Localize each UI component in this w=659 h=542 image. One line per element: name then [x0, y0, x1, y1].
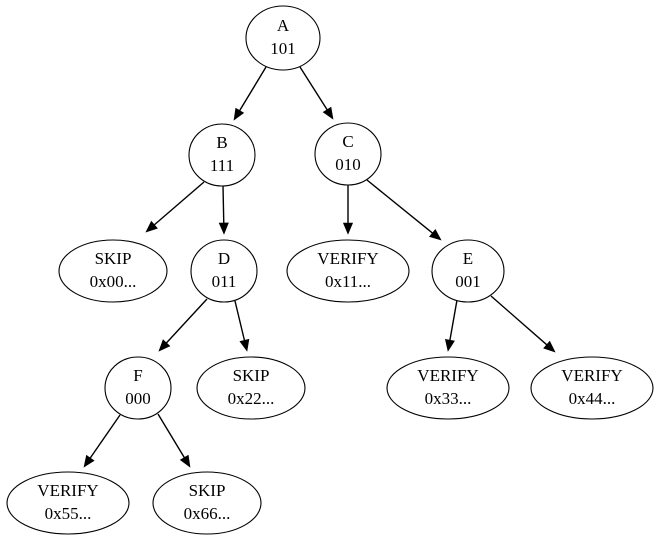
edge-line — [222, 185, 225, 226]
node-ellipse[interactable] — [530, 356, 654, 420]
edge-line — [164, 298, 208, 345]
node-ellipse[interactable] — [152, 471, 262, 535]
edge-line — [152, 181, 205, 227]
node-ellipse[interactable] — [6, 471, 130, 535]
arrowhead-icon — [342, 222, 354, 235]
node-label-secondary: 0x66... — [184, 504, 231, 523]
node-label-primary: VERIFY — [37, 481, 98, 500]
node-circle[interactable] — [188, 123, 256, 187]
node-s22[interactable]: SKIP 0x22... — [196, 356, 306, 420]
node-label-primary: D — [218, 249, 230, 268]
edge-a-to-b — [233, 66, 267, 121]
node-label-secondary: 001 — [455, 272, 481, 291]
arrowhead-icon — [233, 107, 245, 121]
arrowhead-icon — [543, 340, 556, 353]
edges-layer — [83, 66, 556, 468]
node-v55[interactable]: VERIFY 0x55... — [6, 471, 130, 535]
edge-f-to-v55 — [83, 414, 121, 468]
node-s00[interactable]: SKIP 0x00... — [58, 239, 168, 303]
node-a[interactable]: A 101 — [245, 5, 321, 71]
node-b[interactable]: B 111 — [188, 123, 256, 187]
edge-line — [238, 66, 267, 113]
node-label-secondary: 0x11... — [325, 272, 371, 291]
edge-line — [490, 295, 549, 347]
node-label-primary: C — [342, 132, 353, 151]
node-label-primary: VERIFY — [417, 366, 478, 385]
node-f[interactable]: F 000 — [104, 356, 172, 420]
arrowhead-icon — [239, 338, 250, 352]
node-circle[interactable] — [190, 239, 258, 303]
node-label-primary: SKIP — [189, 481, 226, 500]
edge-f-to-s66 — [157, 413, 191, 468]
node-label-primary: VERIFY — [317, 249, 378, 268]
edge-line — [366, 179, 435, 235]
edge-line — [234, 300, 246, 343]
node-v33[interactable]: VERIFY 0x33... — [386, 356, 510, 420]
arrowhead-icon — [145, 220, 158, 233]
edge-c-to-v11 — [342, 185, 354, 235]
node-label-secondary: 0x00... — [90, 272, 137, 291]
edge-a-to-c — [299, 66, 334, 120]
node-label-secondary: 101 — [270, 39, 296, 58]
node-label-primary: SKIP — [233, 366, 270, 385]
node-c[interactable]: C 010 — [314, 122, 382, 186]
node-d[interactable]: D 011 — [190, 239, 258, 303]
node-s66[interactable]: SKIP 0x66... — [152, 471, 262, 535]
node-v44[interactable]: VERIFY 0x44... — [530, 356, 654, 420]
node-v11[interactable]: VERIFY 0x11... — [286, 239, 410, 303]
edge-line — [88, 414, 121, 460]
arrowhead-icon — [83, 454, 95, 468]
node-circle[interactable] — [431, 239, 505, 303]
node-label-secondary: 011 — [212, 272, 237, 291]
node-ellipse[interactable] — [286, 239, 410, 303]
node-label-primary: B — [216, 133, 227, 152]
node-label-secondary: 0x44... — [569, 389, 616, 408]
node-label-primary: E — [463, 249, 473, 268]
node-label-secondary: 111 — [210, 156, 234, 175]
node-circle[interactable] — [104, 356, 172, 420]
edge-line — [299, 66, 329, 112]
node-e[interactable]: E 001 — [431, 239, 505, 303]
node-label-primary: VERIFY — [561, 366, 622, 385]
edge-e-to-v33 — [444, 299, 458, 352]
edge-line — [448, 299, 458, 343]
node-label-secondary: 000 — [125, 389, 151, 408]
nodes-layer: A101B111C010SKIP0x00...D011VERIFY0x11...… — [6, 5, 654, 535]
node-label-secondary: 0x55... — [45, 504, 92, 523]
arrowhead-icon — [322, 106, 334, 120]
edge-line — [157, 413, 186, 460]
arrowhead-icon — [218, 222, 229, 235]
node-circle[interactable] — [245, 5, 321, 71]
arrowhead-icon — [158, 339, 171, 352]
edge-d-to-f — [158, 298, 208, 352]
node-label-primary: SKIP — [95, 249, 132, 268]
node-circle[interactable] — [314, 122, 382, 186]
arrowhead-icon — [444, 338, 455, 352]
node-label-secondary: 010 — [335, 155, 361, 174]
edge-b-to-s00 — [145, 181, 205, 233]
node-label-secondary: 0x22... — [228, 389, 275, 408]
node-label-secondary: 0x33... — [425, 389, 472, 408]
edge-b-to-d — [218, 185, 229, 235]
node-ellipse[interactable] — [196, 356, 306, 420]
node-ellipse[interactable] — [58, 239, 168, 303]
arrowhead-icon — [429, 228, 442, 241]
node-label-primary: A — [277, 16, 290, 35]
edge-d-to-s22 — [234, 300, 250, 352]
edge-e-to-v44 — [490, 295, 556, 353]
edge-c-to-e — [366, 179, 442, 241]
node-label-primary: F — [133, 366, 142, 385]
arrowhead-icon — [179, 454, 191, 468]
node-ellipse[interactable] — [386, 356, 510, 420]
